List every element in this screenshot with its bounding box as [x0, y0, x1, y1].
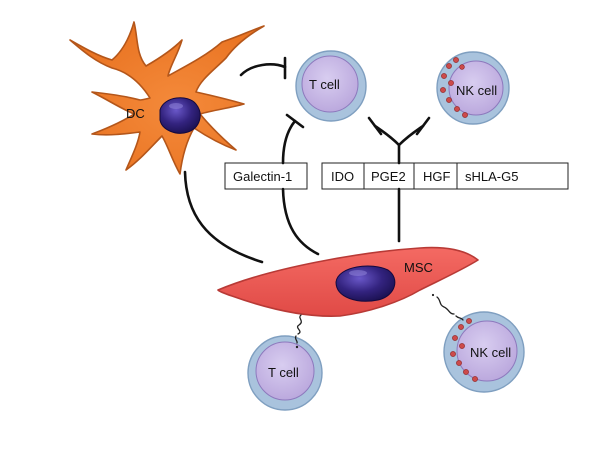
- factors-fork: [367, 116, 431, 165]
- nk-cell-bottom-granules: [450, 318, 478, 382]
- msc-label: MSC: [404, 260, 433, 275]
- msc-nucleus-highlight: [349, 270, 367, 276]
- msc-to-dc-line: [183, 170, 264, 264]
- shla-g5-label: sHLA-G5: [465, 169, 518, 184]
- t-cell-bottom-nucleus: [255, 341, 315, 401]
- dendritic-cell-body: [69, 21, 265, 175]
- dc-inhibits-t-cell: [239, 56, 287, 80]
- msc-to-galectin-line: [281, 187, 320, 256]
- dc-nucleus-highlight: [169, 103, 183, 109]
- hgf-label: HGF: [423, 169, 451, 184]
- t-cell-bottom-label: T cell: [268, 365, 299, 380]
- nk-cell-top-granules: [440, 57, 468, 118]
- t-cell-top-label: T cell: [309, 77, 340, 92]
- pge2-label: PGE2: [371, 169, 406, 184]
- ido-label: IDO: [331, 169, 354, 184]
- t-cell-bottom: T cell: [247, 335, 323, 411]
- nk-cell-bottom: NK cell: [443, 311, 525, 393]
- nk-cell-bottom-label: NK cell: [470, 345, 511, 360]
- msc-nucleus: [335, 265, 396, 302]
- msc-cell: MSC: [217, 246, 479, 318]
- dc-nucleus: [159, 97, 201, 134]
- t-cell-top: T cell: [295, 50, 367, 122]
- nk-cell-top-nucleus: [448, 60, 504, 116]
- msc-t-cell-uncertain: [294, 314, 302, 349]
- galectin-box-frame: [224, 162, 308, 190]
- galectin-label: Galectin-1: [233, 169, 292, 184]
- soluble-factors-box: IDO PGE2 HGF sHLA-G5: [321, 162, 569, 190]
- msc-nk-cell-uncertain: [431, 293, 464, 321]
- nk-cell-bottom-nucleus: [456, 320, 518, 382]
- dendritic-cell: DC: [69, 21, 265, 175]
- t-cell-top-nucleus: [301, 55, 359, 113]
- galectin-inhibits-t-cell: [281, 113, 305, 165]
- soluble-factors-frame: [321, 162, 569, 190]
- dc-label: DC: [126, 106, 145, 121]
- galectin-box: Galectin-1: [224, 162, 308, 190]
- nk-cell-top: NK cell: [436, 51, 510, 125]
- nk-cell-top-label: NK cell: [456, 83, 497, 98]
